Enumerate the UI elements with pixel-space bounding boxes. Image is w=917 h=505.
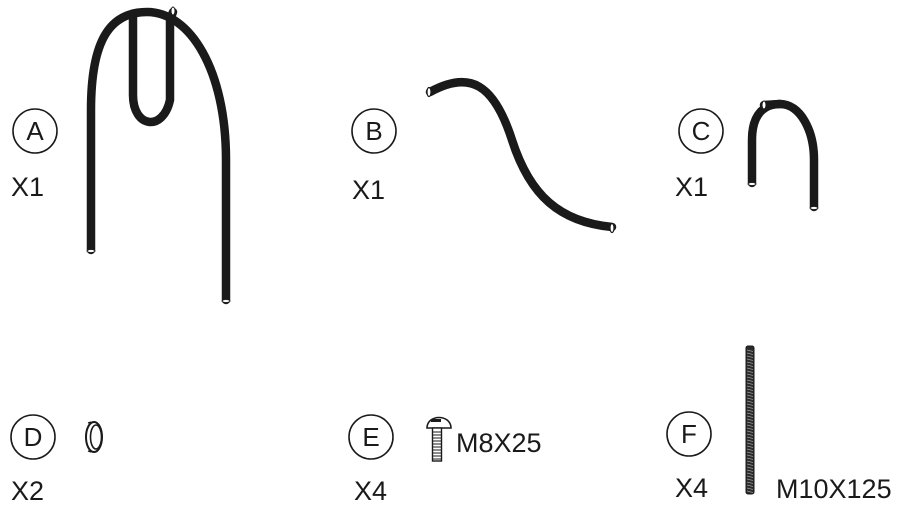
part-c-letter: C <box>692 116 711 146</box>
ring-spacer-d-icon <box>85 421 103 453</box>
part-c-quantity: X1 <box>675 172 708 202</box>
part-e: E X4 M8X25 <box>348 414 542 505</box>
curved-tube-b-icon <box>425 77 617 234</box>
part-b: B X1 <box>351 77 617 234</box>
part-f-badge: F <box>666 411 712 457</box>
part-e-letter: E <box>362 422 379 452</box>
part-e-spec: M8X25 <box>456 428 542 458</box>
part-b-quantity: X1 <box>352 175 385 205</box>
part-d: D X2 <box>10 414 103 505</box>
bolt-m8x25-icon <box>426 416 452 462</box>
part-d-letter: D <box>24 422 43 452</box>
frame-tube-a-icon <box>86 6 231 305</box>
part-f-letter: F <box>681 419 697 449</box>
part-a-quantity: X1 <box>11 172 44 202</box>
part-e-quantity: X4 <box>354 476 387 505</box>
part-f-spec: M10X125 <box>776 474 892 504</box>
hook-tube-c-icon <box>747 99 819 212</box>
part-d-badge: D <box>10 414 56 460</box>
part-e-badge: E <box>348 414 394 460</box>
part-a-letter: A <box>26 116 44 146</box>
part-f: F X4 M10X125 <box>666 345 892 504</box>
threaded-rod-m10x125-icon <box>745 345 755 495</box>
part-a-badge: A <box>12 108 58 154</box>
part-f-quantity: X4 <box>675 473 708 503</box>
part-a: A X1 <box>11 6 231 305</box>
part-b-letter: B <box>365 116 382 146</box>
part-d-quantity: X2 <box>11 476 44 505</box>
part-c-badge: C <box>678 108 724 154</box>
part-c: C X1 <box>675 99 819 212</box>
part-b-badge: B <box>351 108 397 154</box>
